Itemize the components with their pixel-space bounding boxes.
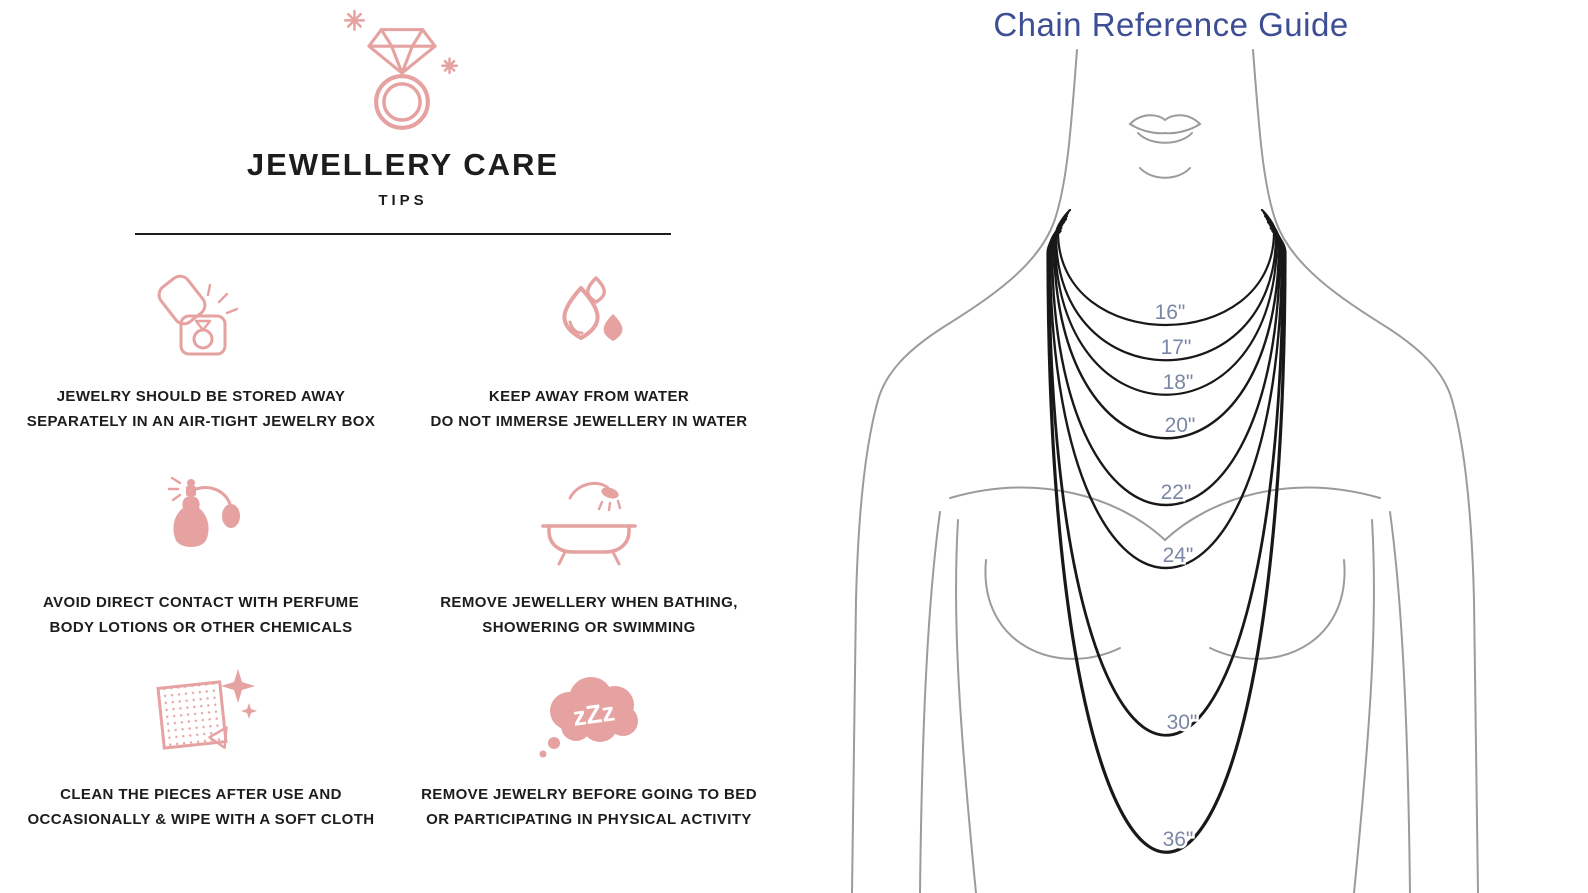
chain-label-16: 16": [1155, 301, 1186, 324]
tip-line: OCCASIONALLY & WIPE WITH A SOFT CLOTH: [27, 810, 375, 828]
tip-line: SHOWERING OR SWIMMING: [482, 618, 696, 636]
tip-line: SEPARATELY IN AN AIR-TIGHT JEWELRY BOX: [26, 412, 376, 430]
divider: [135, 233, 671, 235]
chain-label-17: 17": [1161, 336, 1192, 359]
necklace-chains: [1046, 208, 1287, 854]
care-subtitle: TIPS: [378, 192, 428, 209]
chain-22: [1050, 220, 1282, 506]
zzz-text: zZz: [571, 696, 617, 732]
care-title: JEWELLERY CARE: [246, 147, 560, 182]
chain-guide-panel: Chain Reference Guide: [790, 0, 1588, 893]
jewellery-care-panel: JEWELLERY CARE TIPS JEWELRY: [0, 0, 790, 893]
chain-label-24: 24": [1163, 544, 1194, 567]
care-tip-cleaning: CLEAN THE PIECES AFTER USE AND OCCASIONA…: [10, 656, 392, 833]
chain-label-22: 22": [1161, 481, 1192, 504]
female-torso-drawing: [851, 49, 1479, 893]
sleep-icon: zZz: [398, 656, 780, 774]
tip-line: CLEAN THE PIECES AFTER USE AND: [60, 786, 342, 803]
chain-guide-title: Chain Reference Guide: [993, 6, 1349, 43]
water-drops-icon: [398, 260, 780, 376]
chain-length-labels: 16" 17" 18" 20" 22" 24" 30" 36": [1152, 299, 1200, 854]
care-tip-sleep: zZz REMOVE JEWELRY BEFORE GOING TO BED O…: [398, 656, 780, 833]
chain-label-20: 20": [1165, 414, 1196, 437]
tip-line: JEWELRY SHOULD BE STORED AWAY: [56, 388, 346, 405]
chain-label-30: 30": [1167, 711, 1198, 734]
care-tip-perfume: AVOID DIRECT CONTACT WITH PERFUME BODY L…: [10, 466, 392, 641]
care-tip-water: KEEP AWAY FROM WATER DO NOT IMMERSE JEWE…: [398, 260, 780, 435]
sparkle-icon: [343, 9, 459, 75]
chain-length-diagram: 16" 17" 18" 20" 22" 24" 30" 36": [851, 49, 1479, 893]
chain-label-18: 18": [1163, 371, 1194, 394]
bathtub-icon: [398, 466, 780, 582]
care-tip-storage: JEWELRY SHOULD BE STORED AWAY SEPARATELY…: [10, 260, 392, 435]
chain-36: [1046, 229, 1287, 854]
tip-line: REMOVE JEWELLERY WHEN BATHING,: [440, 594, 738, 611]
chain-24: [1048, 223, 1284, 569]
tip-line: OR PARTICIPATING IN PHYSICAL ACTIVITY: [426, 810, 752, 828]
tip-line: REMOVE JEWELRY BEFORE GOING TO BED: [421, 786, 757, 803]
tip-line: BODY LOTIONS OR OTHER CHEMICALS: [49, 618, 353, 636]
perfume-icon: [10, 466, 392, 582]
tip-line: KEEP AWAY FROM WATER: [488, 388, 690, 405]
ring-box-icon: [10, 260, 392, 376]
tip-line: AVOID DIRECT CONTACT WITH PERFUME: [43, 594, 359, 611]
chain-20: [1052, 217, 1281, 440]
care-tip-bathing: REMOVE JEWELLERY WHEN BATHING, SHOWERING…: [398, 466, 780, 641]
cloth-icon: [10, 656, 392, 774]
chain-label-36: 36": [1163, 828, 1194, 851]
tip-line: DO NOT IMMERSE JEWELLERY IN WATER: [430, 412, 748, 430]
diamond-ring-icon: [340, 4, 464, 140]
